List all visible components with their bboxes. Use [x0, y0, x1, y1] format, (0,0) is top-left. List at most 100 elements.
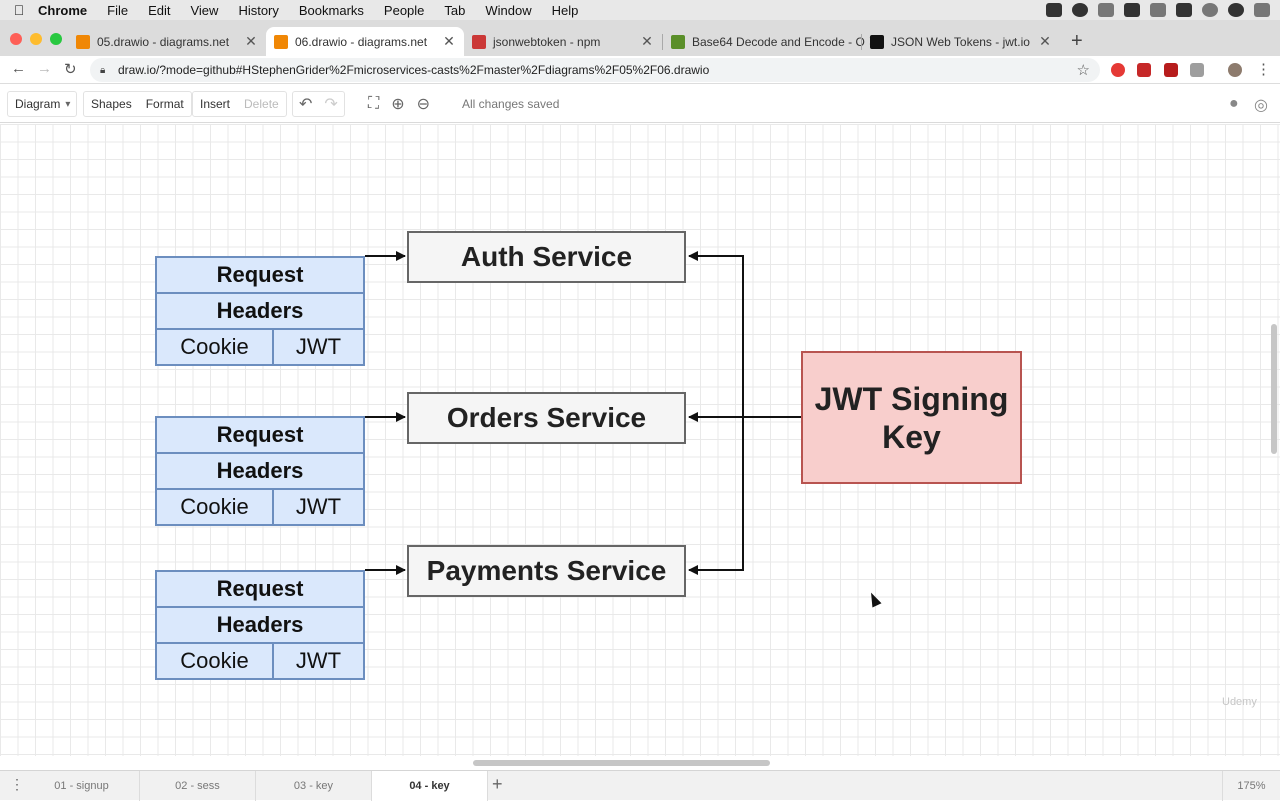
docker-icon[interactable]: [1046, 3, 1062, 17]
udemy-watermark-icon: Udemy: [1222, 696, 1257, 708]
panels-group: Shapes Format: [83, 91, 192, 117]
cookie-cell: Cookie: [155, 488, 274, 526]
shapes-button[interactable]: Shapes: [91, 97, 132, 111]
zoom-out-icon[interactable]: ⊖: [416, 96, 431, 113]
reload-icon[interactable]: ↻: [64, 61, 77, 78]
lock-icon: 🔒︎: [100, 64, 106, 76]
menu-people[interactable]: People: [383, 2, 425, 18]
browser-tab[interactable]: 05.drawio - diagrams.net ✕: [68, 27, 267, 56]
zoom-level[interactable]: 175%: [1222, 771, 1280, 801]
language-globe-icon[interactable]: ◎: [1254, 97, 1268, 114]
jwt-cell: JWT: [272, 642, 365, 680]
drawio-icon: [76, 34, 90, 49]
close-tab-icon[interactable]: ✕: [443, 33, 455, 49]
horizontal-scrollbar[interactable]: [473, 760, 770, 766]
menu-bookmarks[interactable]: Bookmarks: [298, 2, 364, 18]
menu-file[interactable]: File: [107, 2, 129, 18]
jwt-signing-key-node[interactable]: JWT Signing Key: [801, 351, 1022, 484]
user-icon[interactable]: ●: [1229, 95, 1239, 112]
battery-icon[interactable]: [1176, 3, 1192, 17]
menu-window[interactable]: Window: [485, 2, 532, 18]
insert-button[interactable]: Insert: [200, 97, 231, 111]
reader-extension-icon[interactable]: [1190, 63, 1204, 77]
lastpass-extension-icon[interactable]: [1137, 63, 1151, 77]
dropbox-icon[interactable]: [1072, 3, 1088, 17]
npm-icon: [472, 34, 486, 49]
close-window-icon[interactable]: [10, 33, 22, 45]
browser-nav-bar: ← → ↻ 🔒︎ draw.io/?mode=github#HStephenGr…: [0, 56, 1280, 84]
diagram-canvas[interactable]: Request Headers Cookie JWT Request Heade…: [0, 124, 1280, 766]
drawio-icon: [274, 34, 288, 49]
tab-title: Base64 Decode and Encode - O: [692, 34, 865, 49]
page-tab-02-sess[interactable]: 02 - sess: [140, 771, 256, 801]
tab-title: 06.drawio - diagrams.net: [295, 34, 428, 49]
browser-tab[interactable]: JSON Web Tokens - jwt.io ✕: [862, 27, 1060, 56]
wifi-icon[interactable]: [1150, 3, 1166, 17]
page-tab-03-key[interactable]: 03 - key: [256, 771, 372, 801]
redo-icon[interactable]: ↷: [324, 96, 338, 113]
connectors: [365, 251, 802, 575]
siri-icon[interactable]: [1228, 3, 1244, 17]
profile-avatar[interactable]: [1228, 63, 1242, 77]
close-tab-icon[interactable]: ✕: [245, 33, 257, 49]
page-tabs-bar: ⋮ 01 - signup 02 - sess 03 - key 04 - ke…: [0, 770, 1280, 801]
glasses-icon[interactable]: [1098, 3, 1114, 17]
back-arrow-icon[interactable]: ←: [11, 60, 26, 77]
jwt-icon: [870, 34, 884, 49]
view-group: ⛶ ⊕ ⊖: [362, 91, 436, 117]
base64-icon: [671, 34, 685, 49]
fit-window-icon[interactable]: ⛶: [368, 95, 380, 112]
headers-title: Headers: [155, 292, 365, 330]
opera-extension-icon[interactable]: [1111, 63, 1125, 77]
request-title: Request: [155, 570, 365, 608]
jwt-cell: JWT: [272, 488, 365, 526]
browser-tab[interactable]: jsonwebtoken - npm ✕: [464, 27, 663, 56]
headers-title: Headers: [155, 452, 365, 490]
macos-menu-bar:  Chrome File Edit View History Bookmark…: [0, 0, 1280, 20]
new-tab-icon[interactable]: +: [1071, 30, 1083, 52]
cookie-cell: Cookie: [155, 642, 274, 680]
menu-help[interactable]: Help: [551, 2, 579, 18]
page-tab-04-key[interactable]: 04 - key: [372, 771, 488, 801]
close-tab-icon[interactable]: ✕: [641, 33, 653, 49]
menu-edit[interactable]: Edit: [148, 2, 171, 18]
diagram-menu-button[interactable]: Diagram: [15, 97, 61, 111]
menu-app-name[interactable]: Chrome: [38, 2, 88, 18]
jwt-cell: JWT: [272, 328, 365, 366]
menu-tab[interactable]: Tab: [444, 2, 466, 18]
drawio-toolbar: Diagram ▾ Shapes Format Insert Delete ↶ …: [0, 85, 1280, 123]
payments-service-node[interactable]: Payments Service: [407, 545, 686, 597]
undo-icon[interactable]: ↶: [299, 96, 313, 113]
chrome-menu-icon[interactable]: ⋮: [1256, 61, 1271, 78]
bookmark-star-icon[interactable]: ☆: [1076, 62, 1090, 79]
cookie-cell: Cookie: [155, 328, 274, 366]
headers-title: Headers: [155, 606, 365, 644]
pages-menu-icon[interactable]: ⋮: [10, 776, 24, 792]
menu-history[interactable]: History: [238, 2, 279, 18]
close-tab-icon[interactable]: ✕: [1039, 33, 1051, 49]
cloud-icon[interactable]: [1124, 3, 1140, 17]
diagram-menu-group: Diagram ▾: [7, 91, 78, 117]
address-bar[interactable]: 🔒︎ draw.io/?mode=github#HStephenGrider%2…: [90, 58, 1100, 82]
format-button[interactable]: Format: [145, 97, 184, 111]
tab-title: JSON Web Tokens - jwt.io: [891, 34, 1030, 49]
ublock-extension-icon[interactable]: [1164, 63, 1178, 77]
browser-tab[interactable]: Base64 Decode and Encode - O ✕: [663, 27, 880, 56]
page-tab-01-signup[interactable]: 01 - signup: [24, 771, 140, 801]
chevron-down-icon: ▾: [65, 98, 71, 110]
notification-center-icon[interactable]: [1254, 3, 1270, 17]
vertical-scrollbar[interactable]: [1271, 324, 1277, 454]
apple-icon[interactable]: : [0, 2, 38, 18]
minimize-window-icon[interactable]: [30, 33, 42, 45]
auth-service-node[interactable]: Auth Service: [407, 231, 686, 283]
forward-arrow-icon[interactable]: →: [37, 60, 52, 77]
spotlight-search-icon[interactable]: [1202, 3, 1218, 17]
maximize-window-icon[interactable]: [50, 33, 62, 45]
menu-view[interactable]: View: [190, 2, 219, 18]
delete-button[interactable]: Delete: [244, 97, 279, 111]
zoom-in-icon[interactable]: ⊕: [391, 96, 405, 113]
browser-tab-active[interactable]: 06.drawio - diagrams.net ✕: [266, 27, 464, 56]
status-tray: [1046, 0, 1270, 20]
orders-service-node[interactable]: Orders Service: [407, 392, 686, 444]
add-page-icon[interactable]: +: [492, 774, 503, 794]
